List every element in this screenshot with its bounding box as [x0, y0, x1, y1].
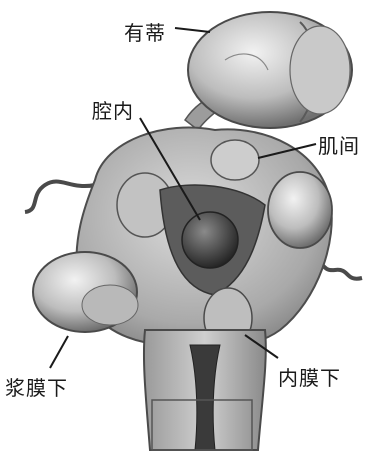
label-intracavitary: 腔内: [92, 95, 134, 124]
intracavitary-fibroid: [182, 212, 238, 268]
intramural-fibroid-right: [268, 172, 332, 248]
pointer-subserosal: [50, 336, 68, 368]
label-intramural: 肌间: [318, 130, 360, 159]
label-subserosal: 浆膜下: [5, 372, 68, 401]
label-submucosal: 内膜下: [278, 362, 341, 391]
label-pedunculated: 有蒂: [124, 17, 166, 46]
pointer-pedunculated: [175, 28, 210, 32]
intramural-fibroid-upper: [211, 140, 259, 180]
